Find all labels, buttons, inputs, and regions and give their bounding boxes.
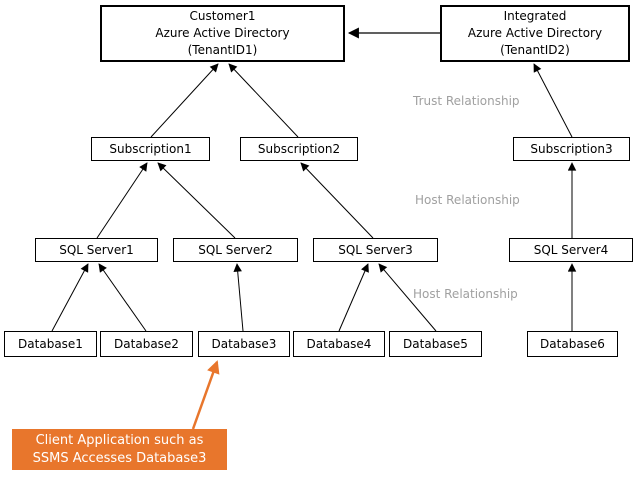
tenant1-type: Azure Active Directory [155, 26, 290, 40]
callout-line1: Client Application such as [35, 432, 204, 448]
tenant1-id: (TenantID1) [187, 43, 258, 57]
edge-database4-to-sqlserver3 [338, 263, 369, 332]
node-subscription1: Subscription1 [91, 137, 210, 161]
node-database3: Database3 [198, 331, 290, 357]
node-database1: Database1 [4, 331, 97, 357]
tenant1-name: Customer1 [189, 9, 256, 23]
edge-callout-to-database3 [191, 360, 220, 430]
edge-sqlserver1-to-subscription1 [96, 162, 148, 239]
host-relationship-label-lower: Host Relationship [413, 287, 518, 301]
edge-database1-to-sqlserver1 [51, 263, 89, 332]
node-database4: Database4 [293, 331, 385, 357]
edge-subscription2-to-tenant1 [228, 63, 299, 138]
node-sql-server2: SQL Server2 [173, 238, 298, 262]
node-subscription2: Subscription2 [240, 137, 358, 161]
node-database6: Database6 [527, 331, 618, 357]
edge-sqlserver3-to-subscription2 [300, 162, 374, 239]
node-sql-server3: SQL Server3 [313, 238, 438, 262]
edge-subscription1-to-tenant1 [150, 63, 219, 138]
node-sql-server4: SQL Server4 [509, 238, 633, 262]
node-sql-server1: SQL Server1 [35, 238, 158, 262]
tenant2-id: (TenantID2) [500, 43, 570, 57]
node-database2: Database2 [100, 331, 193, 357]
tenant2-name: Integrated [503, 9, 567, 23]
node-customer1-azure-active-directory: Customer1 Azure Active Directory (Tenant… [100, 5, 345, 62]
node-subscription3: Subscription3 [513, 137, 630, 161]
host-relationship-label-upper: Host Relationship [415, 193, 520, 207]
client-application-callout: Client Application such as SSMS Accesses… [12, 429, 227, 470]
node-integrated-azure-active-directory: Integrated Azure Active Directory (Tenan… [440, 5, 630, 62]
edge-database3-to-sqlserver2 [233, 263, 244, 332]
tenant2-type: Azure Active Directory [467, 26, 603, 40]
callout-line2: SSMS Accesses Database3 [32, 450, 207, 466]
edge-sqlserver2-to-subscription1 [157, 162, 236, 239]
edge-database2-to-sqlserver1 [98, 263, 147, 332]
node-database5: Database5 [389, 331, 482, 357]
edge-subscription3-to-tenant2 [533, 63, 573, 138]
trust-relationship-label: Trust Relationship [413, 94, 520, 108]
